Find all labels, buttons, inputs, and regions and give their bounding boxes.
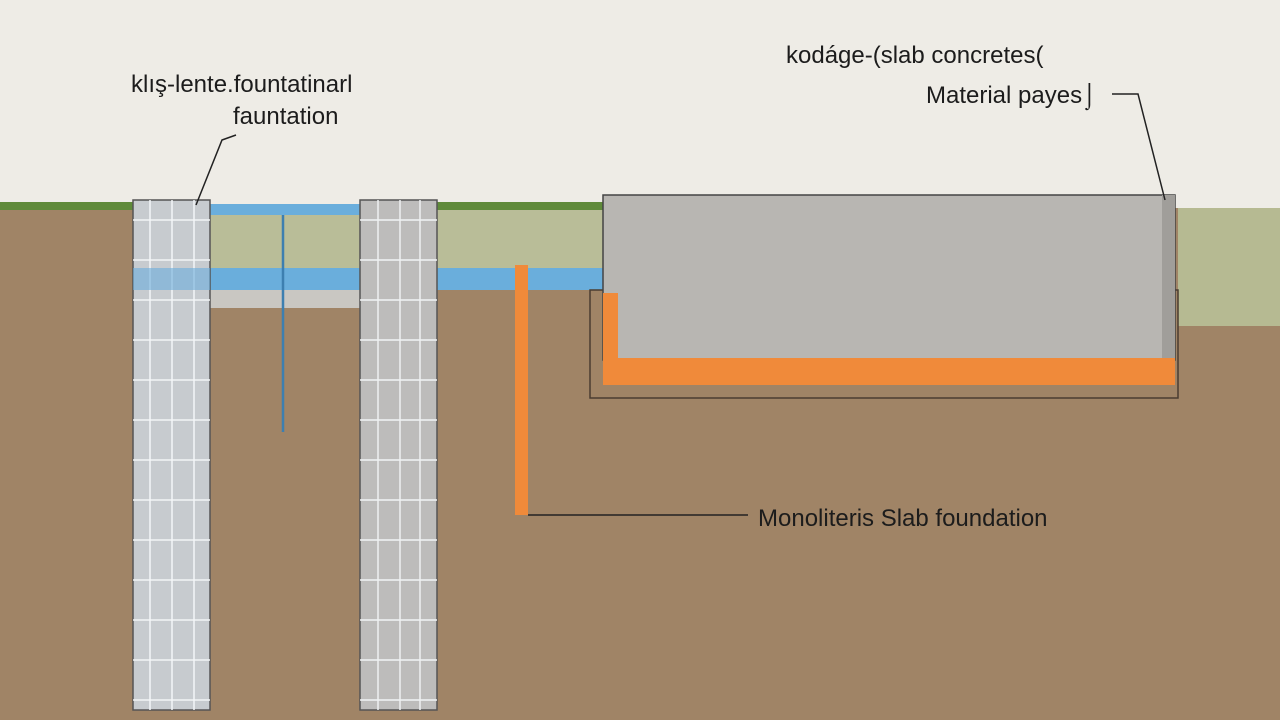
leader-slab xyxy=(1112,93,1166,201)
slab-concrete xyxy=(602,194,1176,361)
topsoil-mid-right xyxy=(437,210,603,270)
slab-insulation xyxy=(603,293,1175,385)
slab-edge xyxy=(1162,195,1175,360)
pile-water-overlay xyxy=(133,268,210,290)
slab-title-label: kodáge-(slab concretes( xyxy=(786,42,1043,69)
topsoil-right xyxy=(1178,208,1280,326)
grass-left xyxy=(0,202,135,210)
sky xyxy=(0,0,1280,205)
grass-mid xyxy=(437,202,605,210)
pile-subtitle-label: fauntation xyxy=(233,103,338,130)
leader-pile xyxy=(195,134,237,206)
slab-subtitle-label: Material payes⌡ xyxy=(926,82,1097,111)
topsoil-mid-left xyxy=(210,214,360,270)
monolithic-slab-label: Monoliteris Slab foundation xyxy=(758,505,1048,532)
orange-pipe xyxy=(515,265,528,515)
pile-right xyxy=(359,199,438,711)
water-top xyxy=(133,204,360,215)
pile-title-label: klış-lente.fountatinarl xyxy=(131,71,352,98)
gray-layer xyxy=(210,290,360,308)
